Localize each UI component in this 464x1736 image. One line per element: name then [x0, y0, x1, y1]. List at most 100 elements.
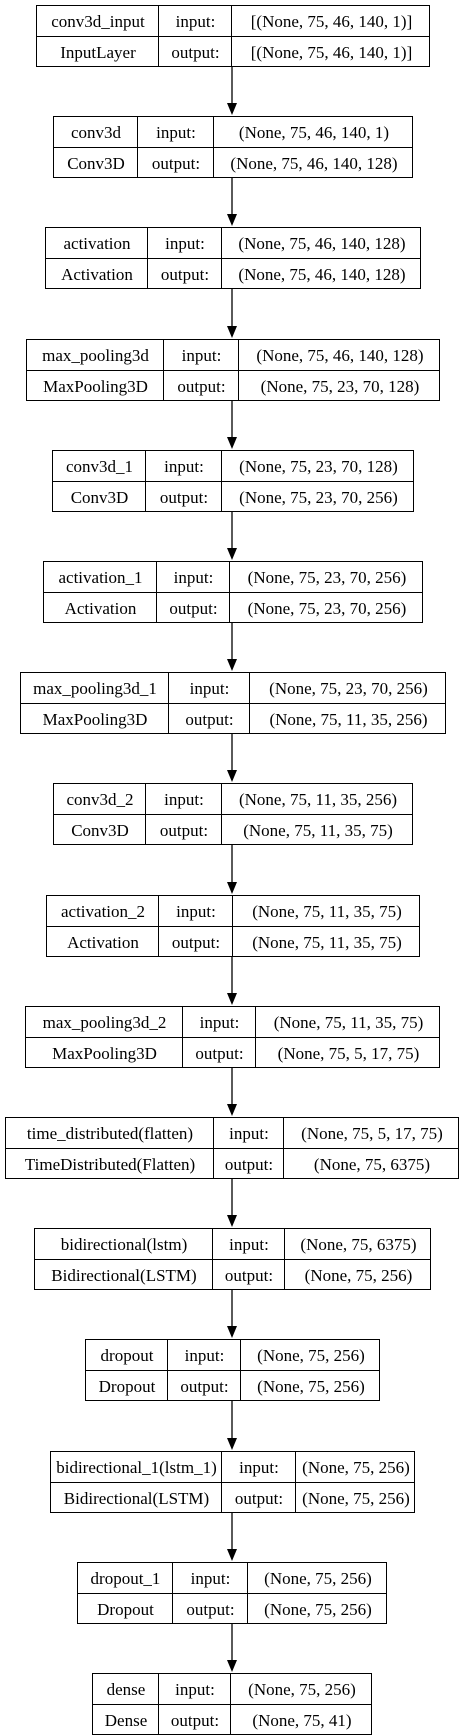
layer-type: Activation [61, 265, 133, 284]
col-divider [213, 1118, 215, 1178]
output-label: output: [151, 154, 201, 173]
col-divider [168, 673, 170, 733]
arrowhead [227, 882, 237, 894]
col-divider [295, 1452, 297, 1512]
output-shape: (None, 75, 256) [264, 1600, 372, 1619]
layer-type: MaxPooling3D [42, 710, 148, 729]
arrowhead [227, 770, 237, 782]
output-shape: (None, 75, 11, 35, 256) [269, 710, 428, 729]
layer-name: conv3d [70, 123, 122, 142]
layer-name: dropout_1 [90, 1569, 161, 1588]
output-label: output: [169, 599, 218, 618]
col-divider [221, 228, 223, 288]
row-divider [21, 703, 445, 705]
input-shape: (None, 75, 6375) [300, 1235, 417, 1254]
layer-name: time_distributed(flatten) [26, 1124, 194, 1143]
input-label: input: [164, 457, 204, 476]
col-divider [172, 1563, 174, 1623]
output-label: output: [160, 265, 210, 284]
input-shape: (None, 75, 5, 17, 75) [301, 1124, 443, 1143]
input-label: input: [156, 123, 196, 142]
output-label: output: [234, 1489, 284, 1508]
arrowhead [227, 214, 237, 226]
output-shape: (None, 75, 256) [257, 1377, 365, 1396]
output-label: output: [159, 488, 209, 507]
col-divider [167, 1340, 169, 1400]
row-divider [54, 814, 412, 816]
row-divider [86, 1370, 379, 1372]
col-divider [137, 117, 139, 177]
output-label: output: [170, 1711, 220, 1730]
layer-type: MaxPooling3D [52, 1044, 157, 1063]
output-label: output: [186, 1600, 235, 1619]
row-divider [93, 1704, 371, 1706]
input-shape: (None, 75, 11, 35, 75) [252, 902, 402, 921]
output-label: output: [177, 377, 226, 396]
arrowhead [227, 103, 237, 115]
layer-name: max_pooling3d_2 [42, 1013, 167, 1032]
layer-node: bidirectional(lstm)Bidirectional(LSTM)in… [34, 1228, 431, 1290]
input-shape: (None, 75, 256) [302, 1458, 410, 1477]
output-shape: (None, 75, 23, 70, 256) [247, 599, 407, 618]
input-label: input: [239, 1458, 279, 1477]
arrowhead [227, 1660, 237, 1672]
output-shape: (None, 75, 11, 35, 75) [243, 821, 393, 840]
row-divider [35, 1259, 430, 1261]
layer-type: Dropout [97, 1600, 154, 1619]
input-shape: (None, 75, 46, 140, 128) [256, 346, 424, 365]
layer-name: bidirectional(lstm) [60, 1235, 188, 1254]
input-shape: (None, 75, 23, 70, 256) [247, 568, 407, 587]
arrowhead [227, 1104, 237, 1116]
input-shape: (None, 75, 256) [257, 1346, 365, 1365]
layer-name: conv3d_1 [65, 457, 134, 476]
input-shape: (None, 75, 23, 70, 128) [239, 457, 398, 476]
output-label: output: [185, 710, 234, 729]
arrowhead [227, 548, 237, 560]
layer-type: Activation [67, 933, 139, 952]
col-divider [221, 1452, 223, 1512]
col-divider [230, 1674, 232, 1734]
input-label: input: [229, 1124, 269, 1143]
output-shape: (None, 75, 23, 70, 256) [239, 488, 398, 507]
output-shape: (None, 75, 256) [302, 1489, 410, 1508]
row-divider [51, 1482, 414, 1484]
input-label: input: [175, 1680, 215, 1699]
input-shape: [(None, 75, 46, 140, 1)] [250, 12, 413, 31]
col-divider [229, 562, 231, 622]
input-shape: (None, 75, 256) [248, 1680, 356, 1699]
input-label: input: [164, 790, 204, 809]
arrowhead [227, 1438, 237, 1450]
col-divider [284, 1229, 286, 1289]
output-shape: (None, 75, 6375) [313, 1155, 431, 1174]
arrowhead [227, 437, 237, 449]
layer-name: conv3d_input [51, 12, 145, 31]
col-divider [221, 451, 223, 511]
output-shape: (None, 75, 256) [304, 1266, 413, 1285]
layer-name: activation [63, 234, 131, 253]
layer-node: bidirectional_1(lstm_1)Bidirectional(LST… [50, 1451, 415, 1513]
input-label: input: [173, 568, 214, 587]
layer-name: bidirectional_1(lstm_1) [56, 1458, 217, 1477]
col-divider [147, 228, 149, 288]
output-label: output: [171, 43, 220, 62]
output-shape: [(None, 75, 46, 140, 1)] [250, 43, 413, 62]
layer-type: Conv3D [67, 154, 125, 173]
layer-type: Dense [104, 1711, 148, 1730]
layer-type: InputLayer [60, 43, 136, 62]
layer-node: time_distributed(flatten)TimeDistributed… [5, 1117, 459, 1179]
input-shape: (None, 75, 46, 140, 128) [238, 234, 406, 253]
output-label: output: [180, 1377, 229, 1396]
output-label: output: [224, 1266, 274, 1285]
col-divider [158, 6, 160, 66]
col-divider [238, 340, 240, 400]
